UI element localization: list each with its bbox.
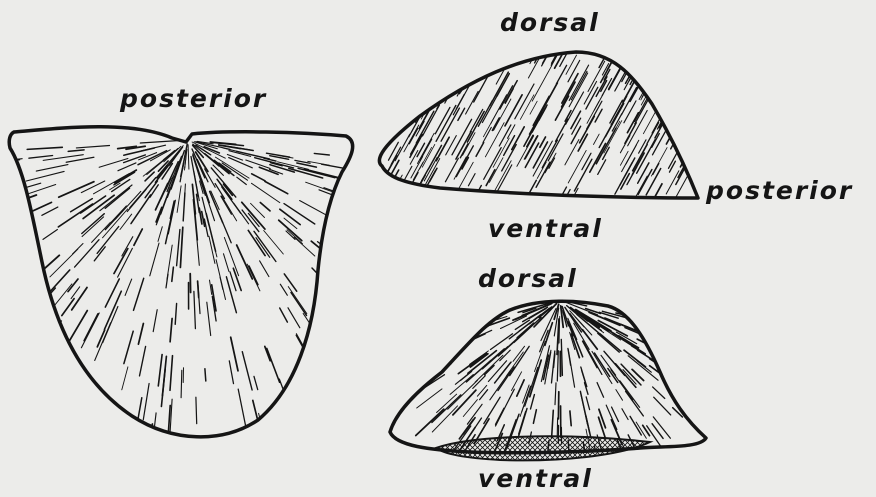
shell-top-view [0, 127, 515, 444]
shell-posterior-view [379, 301, 741, 484]
lateral-view-ventral-label: ventral [488, 216, 603, 241]
posterior-view-dorsal-label: dorsal [478, 266, 578, 291]
top-view-posterior-label: posterior [120, 86, 267, 111]
shell-posterior-outline [390, 301, 706, 453]
lateral-view-posterior-label: posterior [706, 178, 853, 203]
posterior-view-ventral-label: ventral [478, 466, 593, 491]
lateral-view-dorsal-label: dorsal [500, 10, 600, 35]
ventral-opening-hatched [436, 436, 650, 460]
shell-lateral-view [379, 28, 717, 205]
